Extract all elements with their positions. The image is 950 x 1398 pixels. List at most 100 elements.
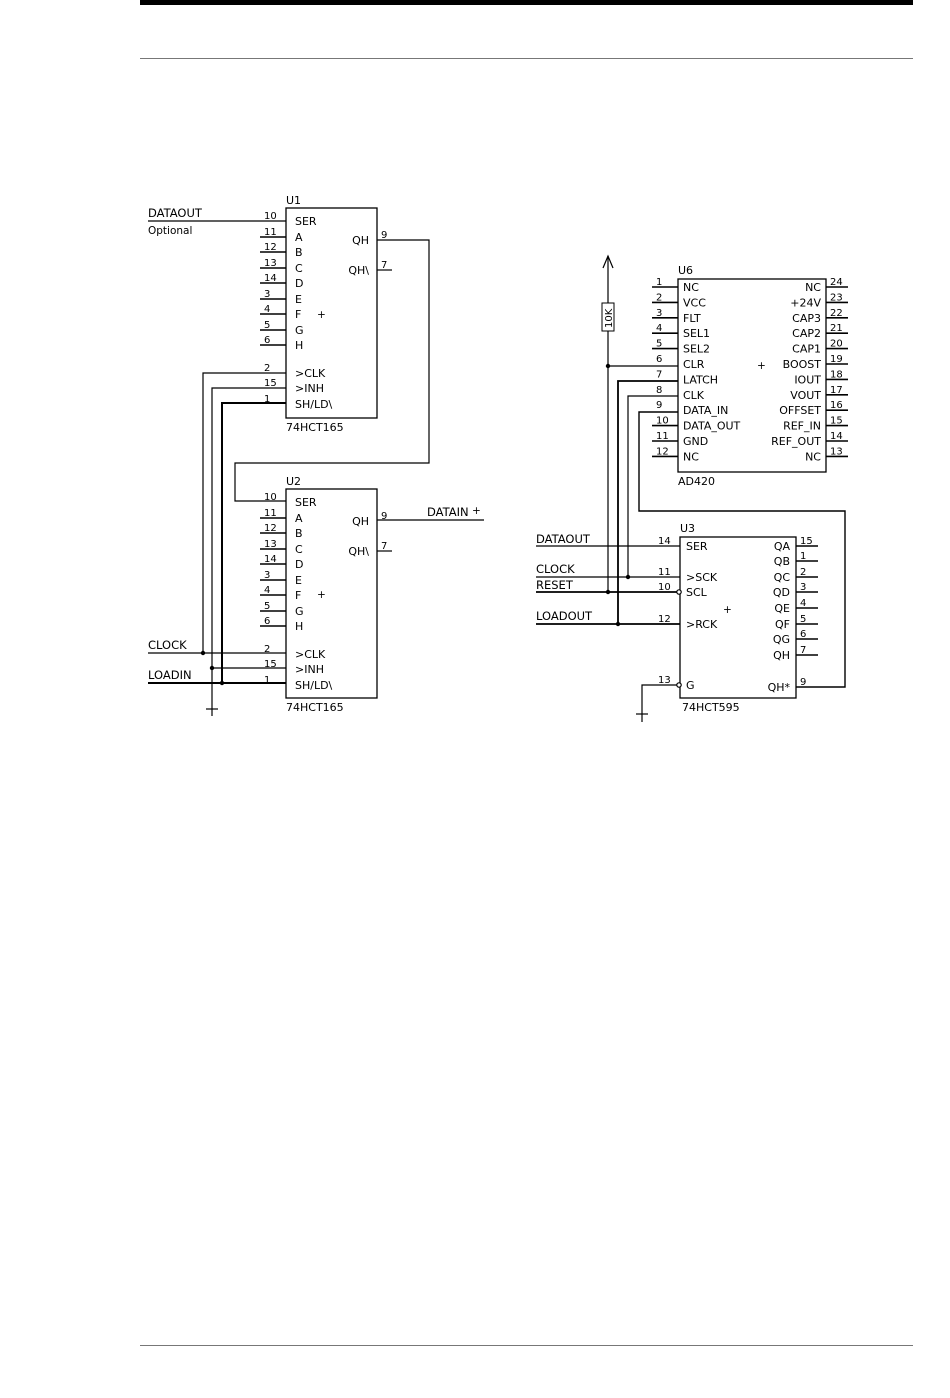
u1-pin-name: QH\ [348, 264, 369, 277]
u1-pin-name: F [295, 308, 301, 321]
u6-pin-name: +24V [790, 296, 821, 309]
u2-pin-num: 11 [264, 508, 277, 519]
u2-pin-name: B [295, 527, 303, 540]
u6-pin-num: 24 [830, 277, 843, 288]
chip-u2: U2 74HCT165 + [285, 475, 378, 714]
u6-pin-name: DATA_OUT [683, 420, 741, 433]
net-label-optional: Optional [148, 225, 192, 237]
u6-pin-num: 23 [830, 292, 843, 303]
u3-pin-3: 3QD [773, 582, 818, 599]
u1-pin-num: 12 [264, 242, 277, 253]
u6-pin-23: 23 +24V [790, 292, 848, 309]
chip-u3-ref: U3 [680, 522, 695, 535]
u2-pin-name: SH/LD\ [295, 679, 333, 692]
u2-pin-num: 6 [264, 616, 270, 627]
u1-pin-num: 15 [264, 378, 277, 389]
u1-pin-num: 3 [264, 289, 270, 300]
u2-pin-num: 9 [381, 511, 387, 522]
wire-u6-clk [627, 395, 678, 577]
u6-pin-name: CLR [683, 358, 705, 371]
u6-pin-name: GND [683, 435, 708, 448]
u1-pin-num: 5 [264, 320, 270, 331]
u3-pin-num: 5 [800, 614, 806, 625]
net-label-clock-u3: CLOCK [536, 562, 575, 576]
u6-pin-num: 4 [656, 323, 662, 334]
footer-rule [140, 1345, 913, 1346]
u3-pin-name: >RCK [686, 618, 718, 631]
wires [148, 220, 846, 722]
u2-pin-num: 10 [264, 492, 277, 503]
u1-pin-num: 4 [264, 304, 270, 315]
chip-u6-plus: + [757, 360, 766, 372]
chip-u6-part: AD420 [678, 475, 715, 488]
u6-pin-5: 5 SEL2 [652, 339, 710, 356]
chip-u2-plus: + [317, 589, 326, 601]
wire-u6-latch [617, 380, 678, 624]
u3-pin-num: 3 [800, 582, 806, 593]
u6-pin-num: 10 [656, 416, 669, 427]
u6-pin-name: SEL2 [683, 343, 710, 356]
u6-pin-name: NC [683, 450, 699, 463]
u2-pin-num: 4 [264, 585, 270, 596]
supply-arrow-icon [602, 254, 614, 269]
u6-pin-name: CAP2 [792, 327, 821, 340]
u2-pin-7: 7QH\ [348, 541, 387, 558]
u3-pin-9: 9QH* [768, 677, 807, 694]
u2-pin-name: A [295, 512, 303, 525]
u6-pin-num: 5 [656, 339, 662, 350]
wire-clock-u1 [202, 372, 286, 653]
u3-pin-name: QE [774, 602, 790, 615]
u3-pin-name: SER [686, 540, 708, 553]
net-labels: DATAOUT Optional CLOCK LOADIN DATAIN + D… [148, 206, 615, 682]
u1-pin-name: B [295, 246, 303, 259]
u6-pin-name: CAP3 [792, 312, 821, 325]
u1-pin-name: >INH [295, 382, 324, 395]
wire-u1qh-u2ser [234, 239, 430, 502]
u3-g-bubble [676, 682, 682, 688]
u2-pin-name: C [295, 543, 303, 556]
u1-pin-15: 15 >INH [264, 378, 324, 395]
u2-pin-name: E [295, 574, 302, 587]
u3-pin-num: 15 [800, 536, 813, 547]
u1-pin-num: 2 [264, 363, 270, 374]
u3-pin-1: 1 QB [774, 551, 818, 568]
u3-pin-num: 1 [800, 551, 806, 562]
u6-pin-num: 1 [656, 277, 662, 288]
u6-pin-name: SEL1 [683, 327, 710, 340]
u6-pin-num: 18 [830, 369, 843, 380]
u2-pin-15: 15>INH [264, 659, 324, 676]
u2-pin-num: 15 [264, 659, 277, 670]
u3-pin-name: QB [774, 555, 790, 568]
u3-pin-12: 12>RCK [658, 614, 718, 631]
chip-u3-part: 74HCT595 [682, 701, 740, 714]
net-label-loadout: LOADOUT [536, 609, 593, 623]
u1-pin-2: 2>CLK [264, 363, 326, 380]
u3-pin-num: 11 [658, 567, 671, 578]
u3-pin-7: 7QH [773, 645, 818, 662]
u6-pin-num: 14 [830, 431, 843, 442]
u2-pin-name: G [295, 605, 304, 618]
chip-u1-body [285, 207, 378, 419]
net-label-datain: DATAIN [427, 505, 469, 519]
wire-u6-datain [638, 411, 846, 688]
u1-pin-num: 6 [264, 335, 270, 346]
u6-pin-num: 15 [830, 416, 843, 427]
u6-pin-name: REF_IN [783, 420, 821, 433]
u6-pin-num: 7 [656, 369, 662, 380]
u6-pin-num: 20 [830, 339, 843, 350]
net-label-clock-u2: CLOCK [148, 638, 187, 652]
u3-pin-num: 2 [800, 567, 806, 578]
u1-pin-name: H [295, 339, 303, 352]
u6-pin-num: 8 [656, 385, 662, 396]
